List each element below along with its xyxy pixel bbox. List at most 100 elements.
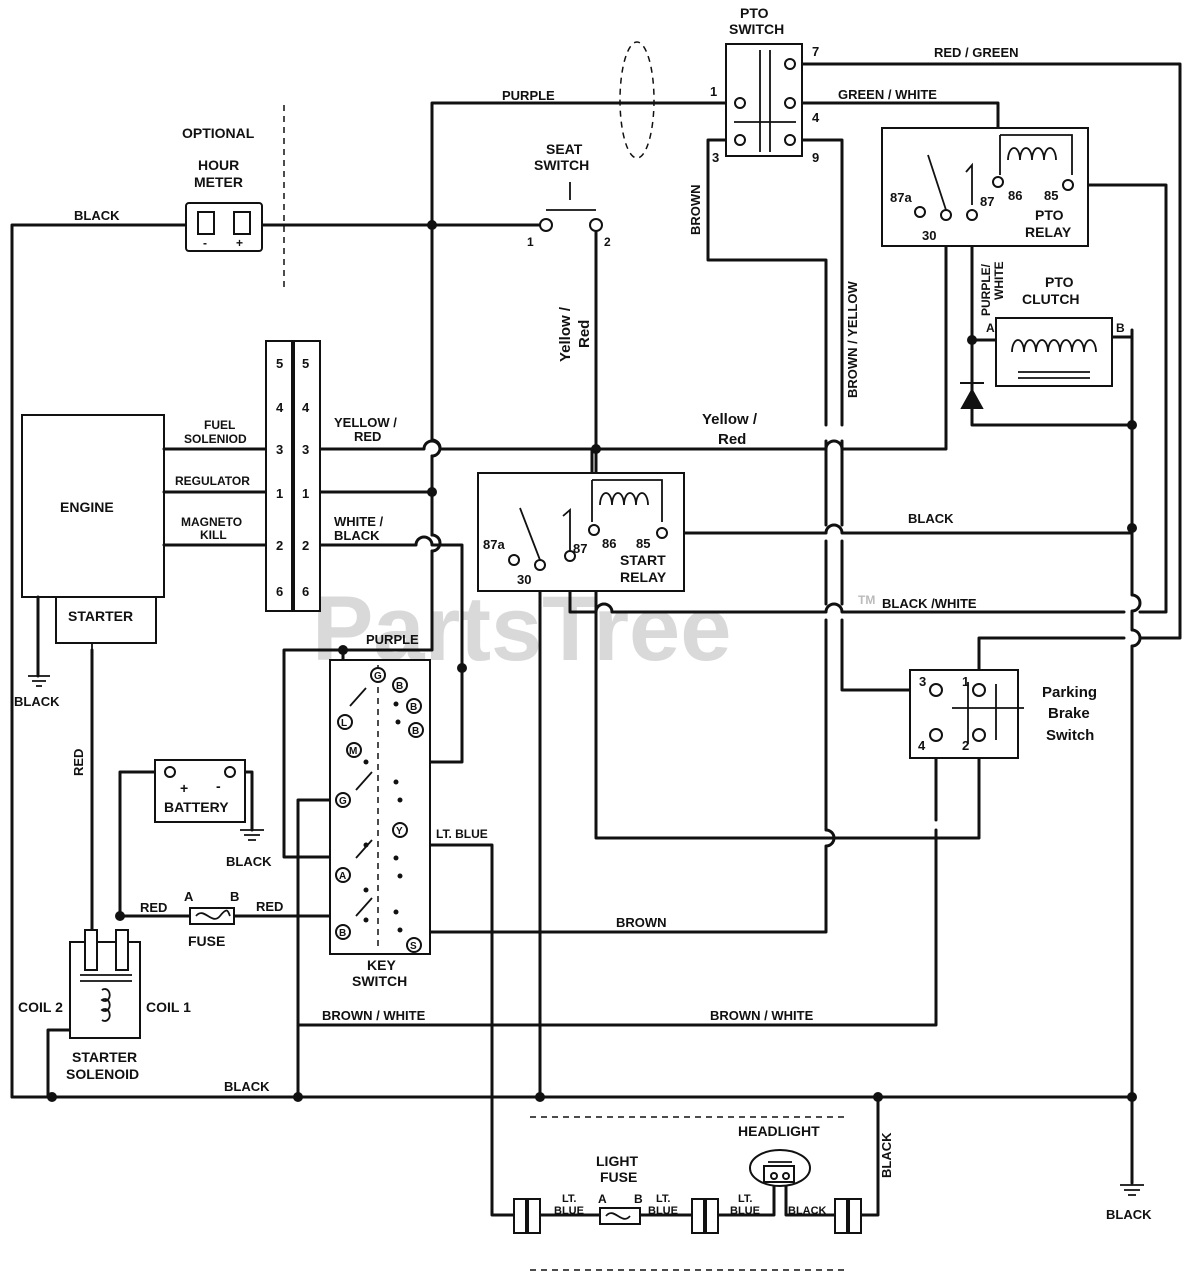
label-lt-blue: LT. BLUE [436, 827, 488, 841]
pto-relay-30: 30 [922, 228, 936, 243]
key-term-b2: B [410, 702, 417, 713]
label-white-black-1: WHITE / [334, 514, 383, 529]
headlight-title: HEADLIGHT [738, 1123, 820, 1139]
pto-relay-87: 87 [980, 194, 994, 209]
label-purple-key: PURPLE [366, 632, 419, 647]
pto-relay-title-1: PTO [1035, 207, 1064, 223]
ground-icon [1120, 1184, 1144, 1196]
watermark-tm: TM [858, 593, 875, 607]
fuse[interactable]: A B FUSE [184, 889, 239, 949]
pto-clutch-b: B [1116, 321, 1125, 335]
pto-pin-7: 7 [812, 44, 819, 59]
headlight[interactable]: HEADLIGHT [738, 1123, 820, 1187]
pto-switch[interactable]: PTO SWITCH 1 3 4 7 9 [710, 5, 820, 165]
conn-pin-4b: 4 [302, 400, 310, 415]
park-pin-4: 4 [918, 738, 926, 753]
pto-relay-title-2: RELAY [1025, 224, 1072, 240]
conn-pin-4a: 4 [276, 400, 284, 415]
magneto-label-2: KILL [200, 528, 227, 542]
pto-clutch-title-2: CLUTCH [1022, 291, 1080, 307]
parking-brake-switch[interactable]: 3 1 4 2 Parking Brake Switch [909, 669, 1097, 759]
wire-brown-yellow [788, 138, 924, 692]
key-term-s: S [410, 941, 417, 952]
ground-icon [28, 675, 50, 687]
pto-clutch[interactable]: PTO CLUTCH A B [960, 274, 1125, 409]
hour-meter-minus: - [203, 236, 207, 250]
label-brown-pto: BROWN [688, 184, 703, 235]
start-relay-87a: 87a [483, 537, 505, 552]
label-purple-top: PURPLE [502, 88, 555, 103]
label-black-relay: BLACK [908, 511, 954, 526]
conn-pin-1b: 1 [302, 486, 309, 501]
conn-pin-2a: 2 [276, 538, 283, 553]
diode-icon [960, 382, 984, 409]
start-relay-86: 86 [602, 536, 616, 551]
wire-black-battery: BLACK [226, 854, 272, 869]
label-black-light: BLACK [788, 1205, 827, 1217]
wire-black-right [1130, 328, 1142, 1185]
wire-432-vertical3 [341, 549, 434, 652]
parking-brake-body [909, 669, 1019, 759]
label-lt-2: LT. [656, 1193, 670, 1205]
engine[interactable]: ENGINE STARTER BLACK FUEL SOLENIOD REGUL… [14, 414, 274, 709]
solenoid-title-1: STARTER [72, 1049, 137, 1065]
wire-clutch-diode [970, 338, 1134, 427]
label-blue-3: BLUE [730, 1205, 760, 1217]
pto-clutch-title-1: PTO [1045, 274, 1074, 290]
pto-relay[interactable]: 87a 30 87 86 85 PTO RELAY [881, 127, 1089, 247]
key-term-g1: G [374, 671, 382, 682]
label-yellow-red-vert-2: Red [576, 320, 593, 348]
label-brown-white-2: BROWN / WHITE [710, 1008, 814, 1023]
light-fuse-b: B [634, 1192, 643, 1206]
wire-red-green [788, 62, 1182, 640]
ground-icon [240, 829, 264, 841]
key-term-b3: B [412, 726, 419, 737]
light-fuse[interactable]: LIGHT FUSE A B [596, 1153, 643, 1225]
engine-body [21, 414, 165, 598]
pto-pin-3: 3 [712, 150, 719, 165]
label-purple-white-2: WHITE [992, 261, 1006, 300]
label-brown-key: BROWN [616, 915, 667, 930]
wire-relay85-right [1068, 183, 1168, 614]
park-pin-1: 1 [962, 674, 969, 689]
seat-switch[interactable]: SEAT SWITCH 1 2 [527, 141, 611, 249]
seat-switch-title-1: SEAT [546, 141, 583, 157]
hour-meter-title-1: HOUR [198, 157, 239, 173]
conn-pin-2b: 2 [302, 538, 309, 553]
starter-solenoid-body [69, 941, 141, 1039]
label-blue-1: BLUE [554, 1205, 584, 1217]
label-red-2: RED [256, 899, 283, 914]
fuel-label-1: FUEL [204, 418, 235, 432]
conn-pin-3b: 3 [302, 442, 309, 457]
solenoid-coil2: COIL 2 [18, 999, 63, 1015]
key-switch-title-2: SWITCH [352, 973, 407, 989]
wire-black-relay [660, 523, 1134, 535]
label-black-headlight: BLACK [879, 1132, 894, 1178]
label-white-black-2: BLACK [334, 528, 380, 543]
hour-meter-title-2: METER [194, 174, 243, 190]
pto-pin-1: 1 [710, 84, 717, 99]
start-relay[interactable]: 87a 30 87 86 85 START RELAY [477, 472, 685, 592]
label-purple-white-1: PURPLE/ [979, 263, 993, 316]
key-switch[interactable]: G B B B L M G Y A B S KEY SWITCH [329, 659, 431, 989]
conn-pin-5a: 5 [276, 356, 283, 371]
light-fuse-title-1: LIGHT [596, 1153, 638, 1169]
hour-meter[interactable]: OPTIONAL HOUR METER - + [182, 105, 285, 290]
conn-pin-6b: 6 [302, 584, 309, 599]
starter-solenoid[interactable]: COIL 2 COIL 1 STARTER SOLENOID [18, 929, 191, 1082]
solenoid-coil1: COIL 1 [146, 999, 191, 1015]
start-relay-87: 87 [573, 541, 587, 556]
battery-plus: + [180, 780, 188, 796]
battery[interactable]: + - BATTERY BLACK [154, 759, 272, 869]
battery-title: BATTERY [164, 799, 229, 815]
junctions [47, 220, 1137, 1102]
label-brown-white-1: BROWN / WHITE [322, 1008, 426, 1023]
seat-switch-title-2: SWITCH [534, 157, 589, 173]
light-fuse-body [599, 1207, 641, 1225]
pto-pin-4: 4 [812, 110, 820, 125]
wire-brown-white [296, 828, 938, 1027]
pto-switch-title-1: PTO [740, 5, 769, 21]
wire-key-g [296, 798, 345, 1099]
parking-title-2: Brake [1048, 705, 1090, 722]
